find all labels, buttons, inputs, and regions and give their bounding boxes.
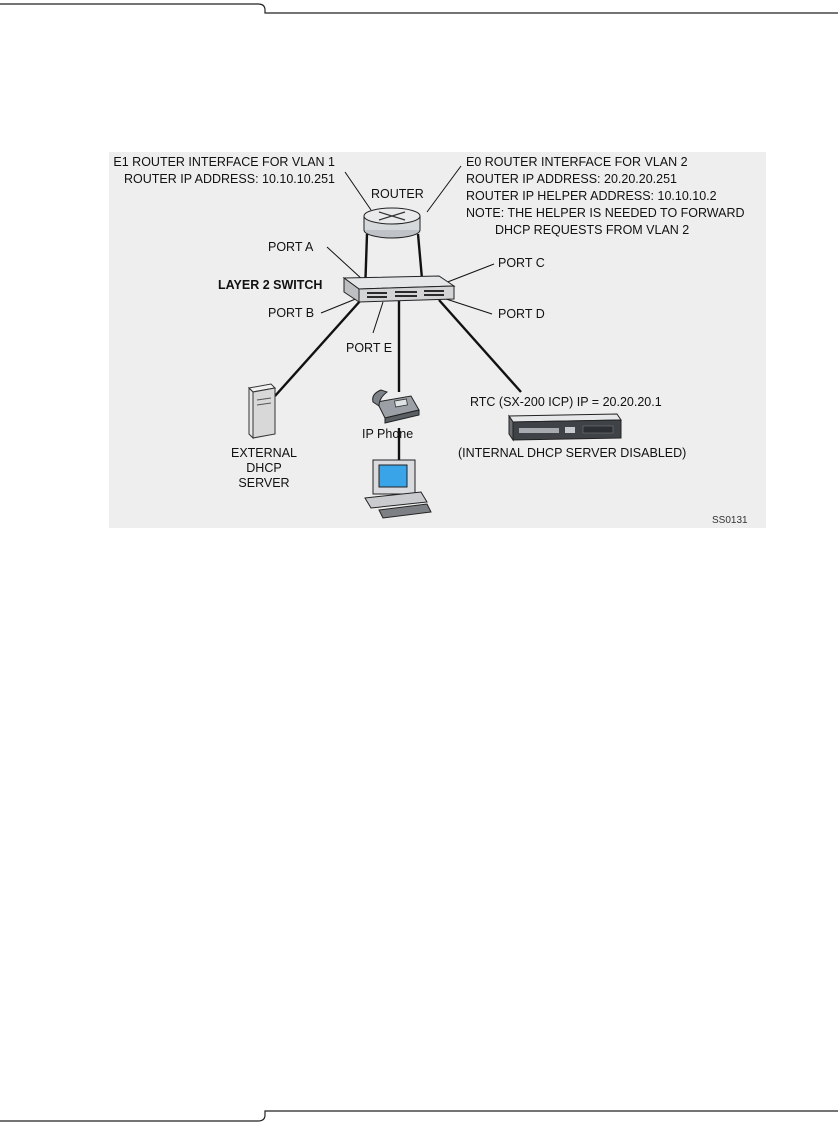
diagram-graphics	[247, 165, 622, 519]
switch-label: LAYER 2 SWITCH	[218, 278, 323, 292]
router-icon	[363, 207, 421, 239]
pc-icon	[364, 459, 432, 519]
pointer-port-c	[444, 263, 495, 284]
bottom-border	[0, 1110, 838, 1122]
ip-phone-label: IP Phone	[362, 427, 414, 441]
pointer-e0	[426, 165, 462, 213]
rtc-label: RTC (SX-200 ICP) IP = 20.20.20.1	[470, 395, 662, 409]
ip-phone-icon	[372, 389, 420, 424]
rtc-controller-icon	[508, 413, 622, 442]
port-e-label: PORT E	[346, 341, 393, 355]
pointer-port-e	[372, 301, 384, 334]
link-switch-dhcp	[274, 299, 362, 397]
router-label: ROUTER	[371, 187, 424, 201]
internal-dhcp-label: (INTERNAL DHCP SERVER DISABLED)	[458, 446, 687, 460]
network-diagram: E1 ROUTER INTERFACE FOR VLAN 1 ROUTER IP…	[109, 152, 766, 528]
port-a-label: PORT A	[268, 240, 314, 254]
dhcp-server-label-3: SERVER	[238, 476, 290, 490]
dhcp-server-label-2: DHCP	[246, 461, 282, 475]
port-d-label: PORT D	[498, 307, 545, 321]
e0-note-continued-label: DHCP REQUESTS FROM VLAN 2	[495, 223, 690, 237]
e0-note-label: NOTE: THE HELPER IS NEEDED TO FORWARD	[466, 206, 745, 220]
link-switch-rtc	[438, 299, 522, 393]
port-b-label: PORT B	[268, 306, 315, 320]
e1-interface-label: E1 ROUTER INTERFACE FOR VLAN 1	[113, 155, 335, 169]
figure-id-label: SS0131	[712, 515, 748, 526]
pointer-e1	[344, 171, 372, 211]
switch-icon	[342, 275, 456, 303]
dhcp-server-label-1: EXTERNAL	[231, 446, 297, 460]
e0-helper-label: ROUTER IP HELPER ADDRESS: 10.10.10.2	[466, 189, 717, 203]
dhcp-server-icon	[247, 383, 277, 440]
e1-ip-label: ROUTER IP ADDRESS: 10.10.10.251	[124, 172, 335, 186]
e0-ip-label: ROUTER IP ADDRESS: 20.20.20.251	[466, 172, 677, 186]
pointer-port-a	[326, 246, 364, 281]
top-border	[0, 3, 838, 14]
pointer-port-d	[442, 297, 493, 315]
e0-interface-label: E0 ROUTER INTERFACE FOR VLAN 2	[466, 155, 688, 169]
port-c-label: PORT C	[498, 256, 545, 270]
